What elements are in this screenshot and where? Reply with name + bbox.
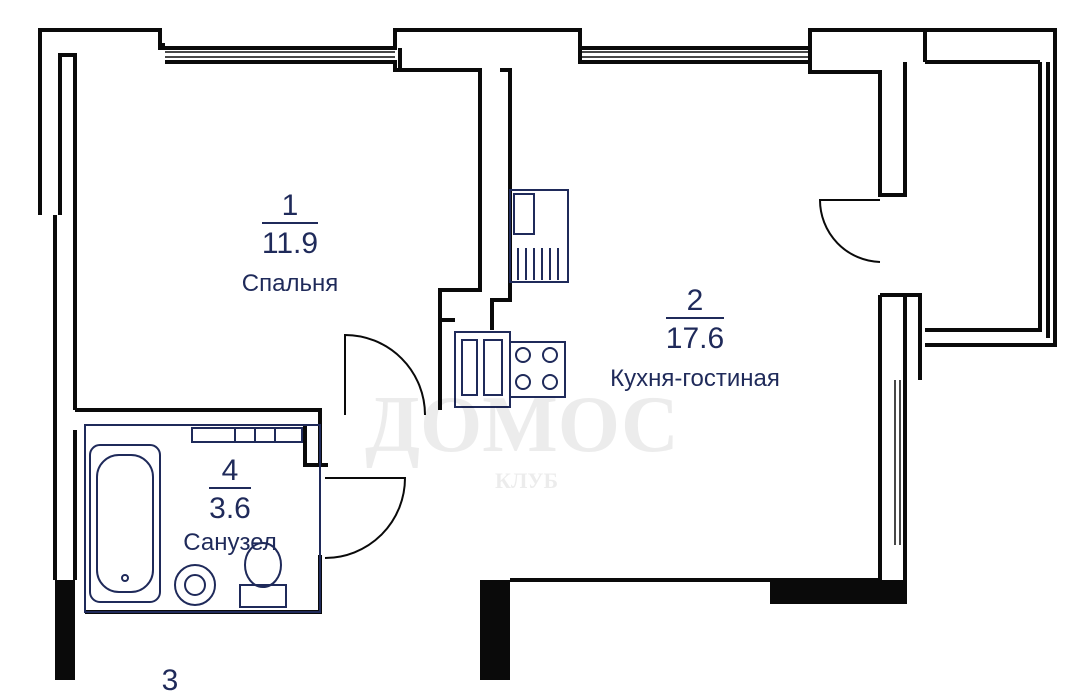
room-2-name: Кухня-гостиная xyxy=(610,365,780,392)
room-4-label: 4 3.6 Санузел xyxy=(160,455,300,557)
ventilation-shaft-icon xyxy=(454,331,511,408)
sink-icon xyxy=(509,189,569,283)
washbasin-icon xyxy=(174,564,216,606)
room-4-name: Санузел xyxy=(183,529,277,556)
room-2-area: 17.6 xyxy=(665,317,725,355)
room-1-number: 1 xyxy=(281,189,299,222)
room-1-name: Спальня xyxy=(241,270,339,297)
bathroom-outline xyxy=(84,424,321,613)
doors xyxy=(324,199,881,559)
kitchen-fixtures xyxy=(454,189,569,408)
toilet-icon xyxy=(239,584,287,608)
room-1-label: 1 11.9 Спальня xyxy=(220,190,360,298)
room-3-number: 3 xyxy=(161,664,179,697)
wall-fills xyxy=(55,580,905,680)
floor-plan xyxy=(38,28,1057,680)
room-2-label: 2 17.6 Кухня-гостиная xyxy=(580,285,810,393)
room-2-number: 2 xyxy=(686,284,704,317)
room-1-area: 11.9 xyxy=(261,222,319,260)
room-3-label: 3 xyxy=(150,665,190,697)
bathroom-fixtures xyxy=(84,424,321,613)
bathtub-icon xyxy=(89,444,161,603)
windows xyxy=(165,51,901,545)
room-4-number: 4 xyxy=(221,454,239,487)
watermark-sub: КЛУБ xyxy=(495,468,559,493)
cabinet-icon xyxy=(191,427,303,443)
room-4-area: 3.6 xyxy=(209,487,251,525)
watermark-main: ДОМОС xyxy=(365,381,679,469)
